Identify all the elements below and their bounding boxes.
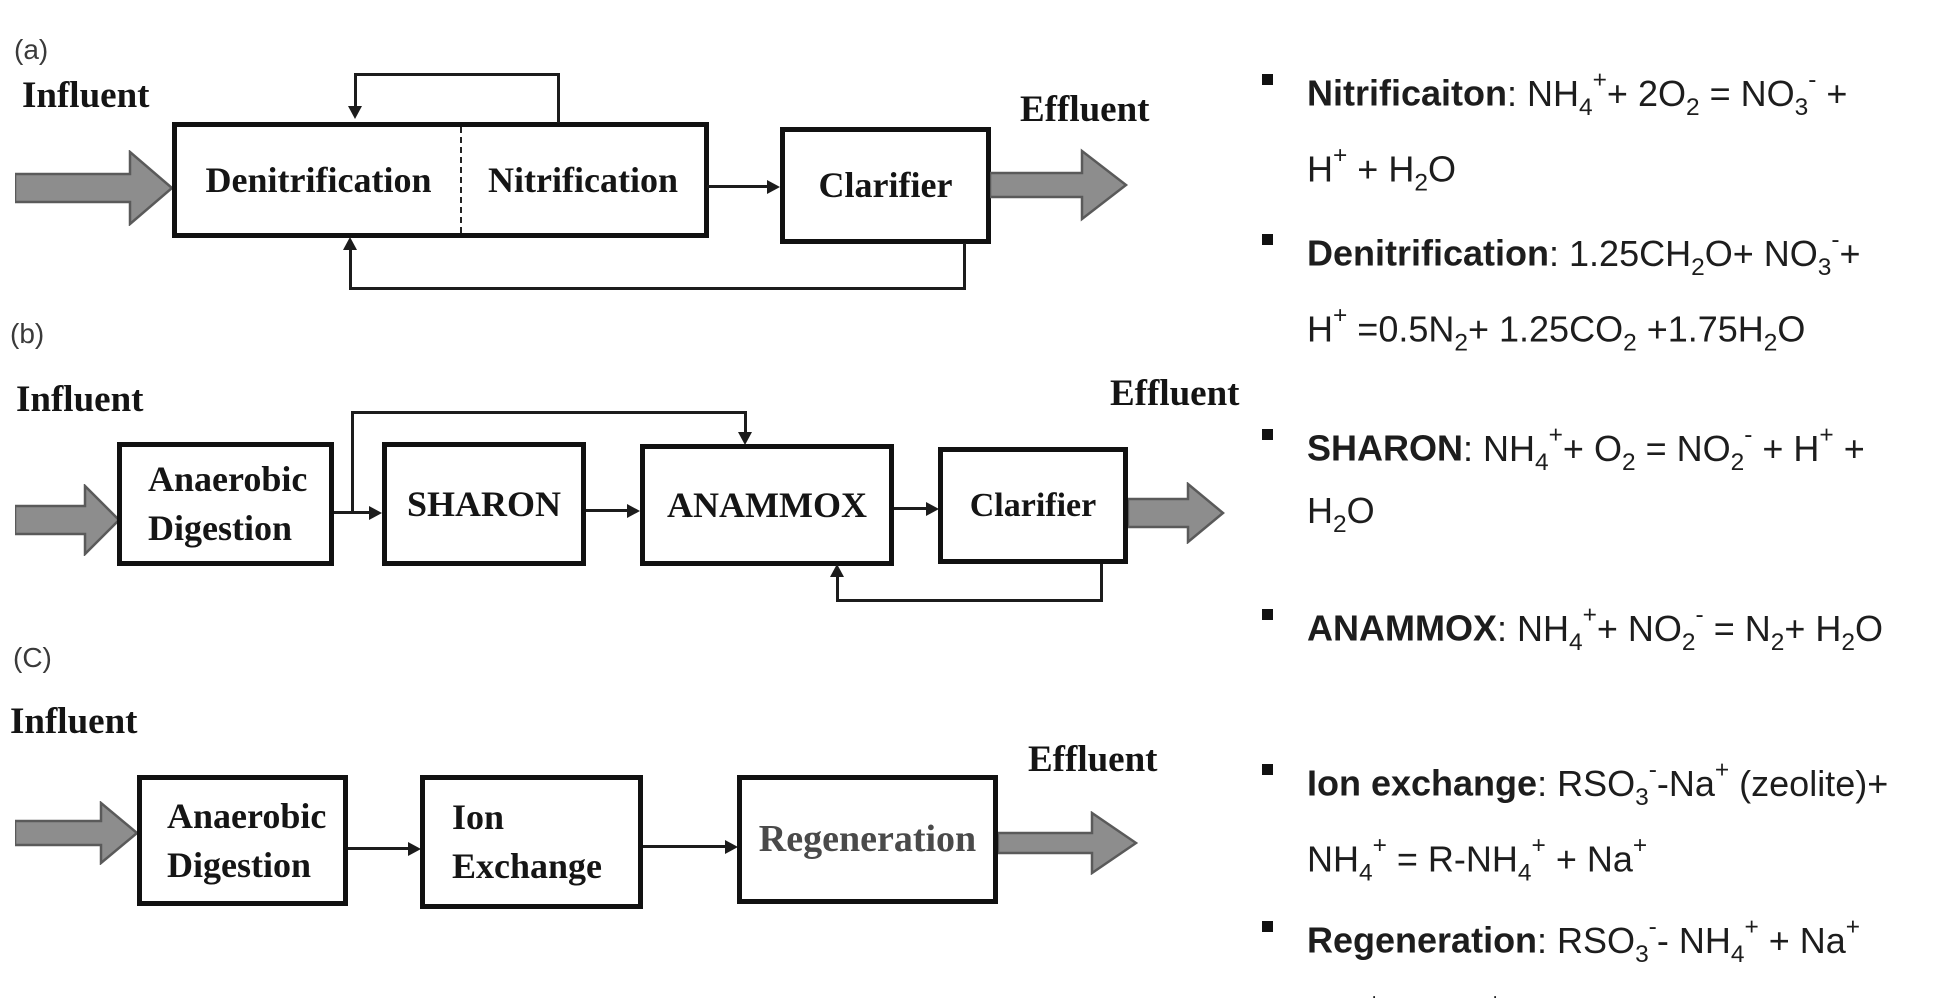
reaction-bullet-denitrification: Denitrification: 1.25CH2O+ NO3-+ H+ =0.5…: [1252, 215, 1932, 368]
recycle-bottom-left-rise-a: [349, 248, 352, 289]
influent-label-c: Influent: [10, 701, 138, 742]
influent-flow-arrow-a: [15, 150, 174, 226]
bypass-riser-b: [351, 412, 354, 513]
recycle-bottom-right-drop-a: [963, 243, 966, 290]
bullet-square-icon: [1262, 764, 1273, 775]
reaction-term: Ion exchange: [1307, 762, 1538, 804]
section-b-label: (b): [10, 318, 45, 349]
bypass-drop-b: [744, 411, 747, 433]
connector-line-c1: [348, 847, 409, 850]
process-box-anaerobic-digestion-c: Anaerobic Digestion: [137, 775, 348, 906]
anaerobic-label-b: Anaerobic: [148, 459, 308, 499]
process-box-clarifier-a: Clarifier: [780, 127, 991, 244]
reaction-term: Regeneration: [1307, 919, 1538, 961]
reaction-term: Denitrification: [1307, 232, 1550, 274]
influent-label-b: Influent: [16, 379, 144, 420]
bullet-square-icon: [1262, 921, 1273, 932]
nitrification-cell: Nitrification: [460, 127, 704, 233]
reaction-bullet-anammox: ANAMMOX: NH4++ NO2- = N2+ H2O: [1252, 590, 1932, 666]
reaction-formula: : NH4++ O2 = NO2- + H+ +: [1463, 421, 1865, 476]
connector-line-b2: [586, 509, 628, 512]
reaction-formula: : 1.25CH2O+ NO3-+: [1549, 226, 1861, 281]
arrowhead-right-icon: [767, 180, 780, 194]
connector-line-c2: [643, 845, 726, 848]
process-box-anammox: ANAMMOX: [640, 444, 894, 566]
nitrification-label: Nitrification: [488, 159, 678, 200]
recycle-bottom-line-b: [836, 599, 1103, 602]
effluent-label-c: Effluent: [1028, 739, 1158, 780]
clarifier-label-b: Clarifier: [969, 487, 1097, 524]
effluent-flow-arrow-c: [998, 811, 1138, 875]
recycle-left-rise-b: [836, 576, 839, 601]
ion-label: Ion: [452, 797, 505, 837]
process-box-ion-exchange: Ion Exchange: [420, 775, 643, 909]
reaction-formula-line2: = R-Na+ + NH4+: [1252, 978, 1932, 998]
arrowhead-down-icon: [738, 432, 752, 445]
recycle-top-right-drop-a: [557, 73, 560, 123]
section-c-label: (C): [13, 642, 52, 673]
recycle-bottom-line-a: [349, 287, 966, 290]
clarifier-label-a: Clarifier: [818, 165, 953, 205]
process-box-anaerobic-digestion-b: Anaerobic Digestion: [117, 442, 334, 566]
reaction-formula-line2: H+ =0.5N2+ 1.25CO2 +1.75H2O: [1307, 302, 1806, 357]
reaction-term: ANAMMOX: [1307, 607, 1497, 649]
reaction-bullet-sharon: SHARON: NH4++ O2 = NO2- + H+ + H2O: [1252, 410, 1932, 549]
bullet-square-icon: [1262, 234, 1273, 245]
recycle-top-left-drop-a: [354, 73, 357, 108]
reaction-bullet-nitrification: Nitrificaiton: NH4++ 2O2 = NO3- + H+ + H…: [1252, 55, 1932, 208]
connector-line-a1: [707, 185, 769, 188]
effluent-label-a: Effluent: [1020, 89, 1150, 130]
bullet-square-icon: [1262, 609, 1273, 620]
regeneration-label: Regeneration: [758, 818, 977, 860]
arrowhead-up-icon: [343, 237, 357, 250]
reaction-formula-line2: NH4+ = R-NH4+ + Na+: [1307, 832, 1648, 887]
reaction-term: Nitrificaiton: [1307, 72, 1508, 114]
exchange-label: Exchange: [452, 846, 603, 886]
process-box-sharon: SHARON: [382, 442, 586, 566]
influent-flow-arrow-b: [15, 484, 121, 556]
influent-flow-arrow-c: [15, 801, 139, 865]
reaction-formula: : RSO3-- NH4+ + Na+: [1537, 913, 1861, 968]
reaction-formula: : RSO3--Na+ (zeolite)+: [1537, 756, 1889, 811]
influent-label-a: Influent: [22, 75, 150, 116]
anammox-label: ANAMMOX: [667, 484, 867, 525]
bullet-square-icon: [1262, 429, 1273, 440]
reaction-formula-line2: H+ + H2O: [1307, 142, 1456, 197]
effluent-flow-arrow-b: [1128, 482, 1225, 544]
connector-line-b3: [894, 507, 927, 510]
bullet-square-icon: [1262, 74, 1273, 85]
digestion-label-b: Digestion: [148, 508, 292, 548]
arrowhead-right-icon: [369, 506, 382, 520]
bypass-top-line-b: [351, 411, 746, 414]
section-a-label: (a): [14, 34, 49, 65]
reaction-formula-line2: H2O: [1307, 490, 1375, 539]
process-box-regeneration: Regeneration: [737, 775, 998, 904]
arrowhead-right-icon: [926, 502, 939, 516]
arrowhead-right-icon: [627, 504, 640, 518]
recycle-top-line-a: [354, 73, 560, 76]
process-box-denitrification-nitrification: Denitrification Nitrification: [172, 122, 709, 238]
reaction-bullet-ion-exchange: Ion exchange: RSO3--Na+ (zeolite)+ NH4+ …: [1252, 745, 1932, 898]
reaction-formula: : NH4++ NO2- = N2+ H2O: [1496, 601, 1883, 656]
sharon-label: SHARON: [406, 483, 562, 524]
effluent-flow-arrow-a: [990, 148, 1129, 222]
effluent-label-b: Effluent: [1110, 373, 1240, 414]
reaction-bullet-regeneration: Regeneration: RSO3-- NH4+ + Na+ = R-Na+ …: [1252, 902, 1932, 998]
reaction-formula: : NH4++ 2O2 = NO3- +: [1507, 66, 1848, 121]
process-box-clarifier-b: Clarifier: [938, 447, 1128, 564]
anaerobic-label-c: Anaerobic: [167, 795, 327, 836]
denitrification-label: Denitrification: [205, 159, 432, 200]
arrowhead-right-icon: [408, 842, 421, 856]
arrowhead-down-icon: [348, 106, 362, 119]
arrowhead-right-icon: [725, 840, 738, 854]
denitrification-cell: Denitrification: [177, 127, 460, 233]
reaction-term: SHARON: [1307, 427, 1464, 469]
arrowhead-up-icon: [830, 564, 844, 577]
recycle-right-drop-b: [1100, 564, 1103, 602]
digestion-label-c: Digestion: [167, 844, 311, 885]
